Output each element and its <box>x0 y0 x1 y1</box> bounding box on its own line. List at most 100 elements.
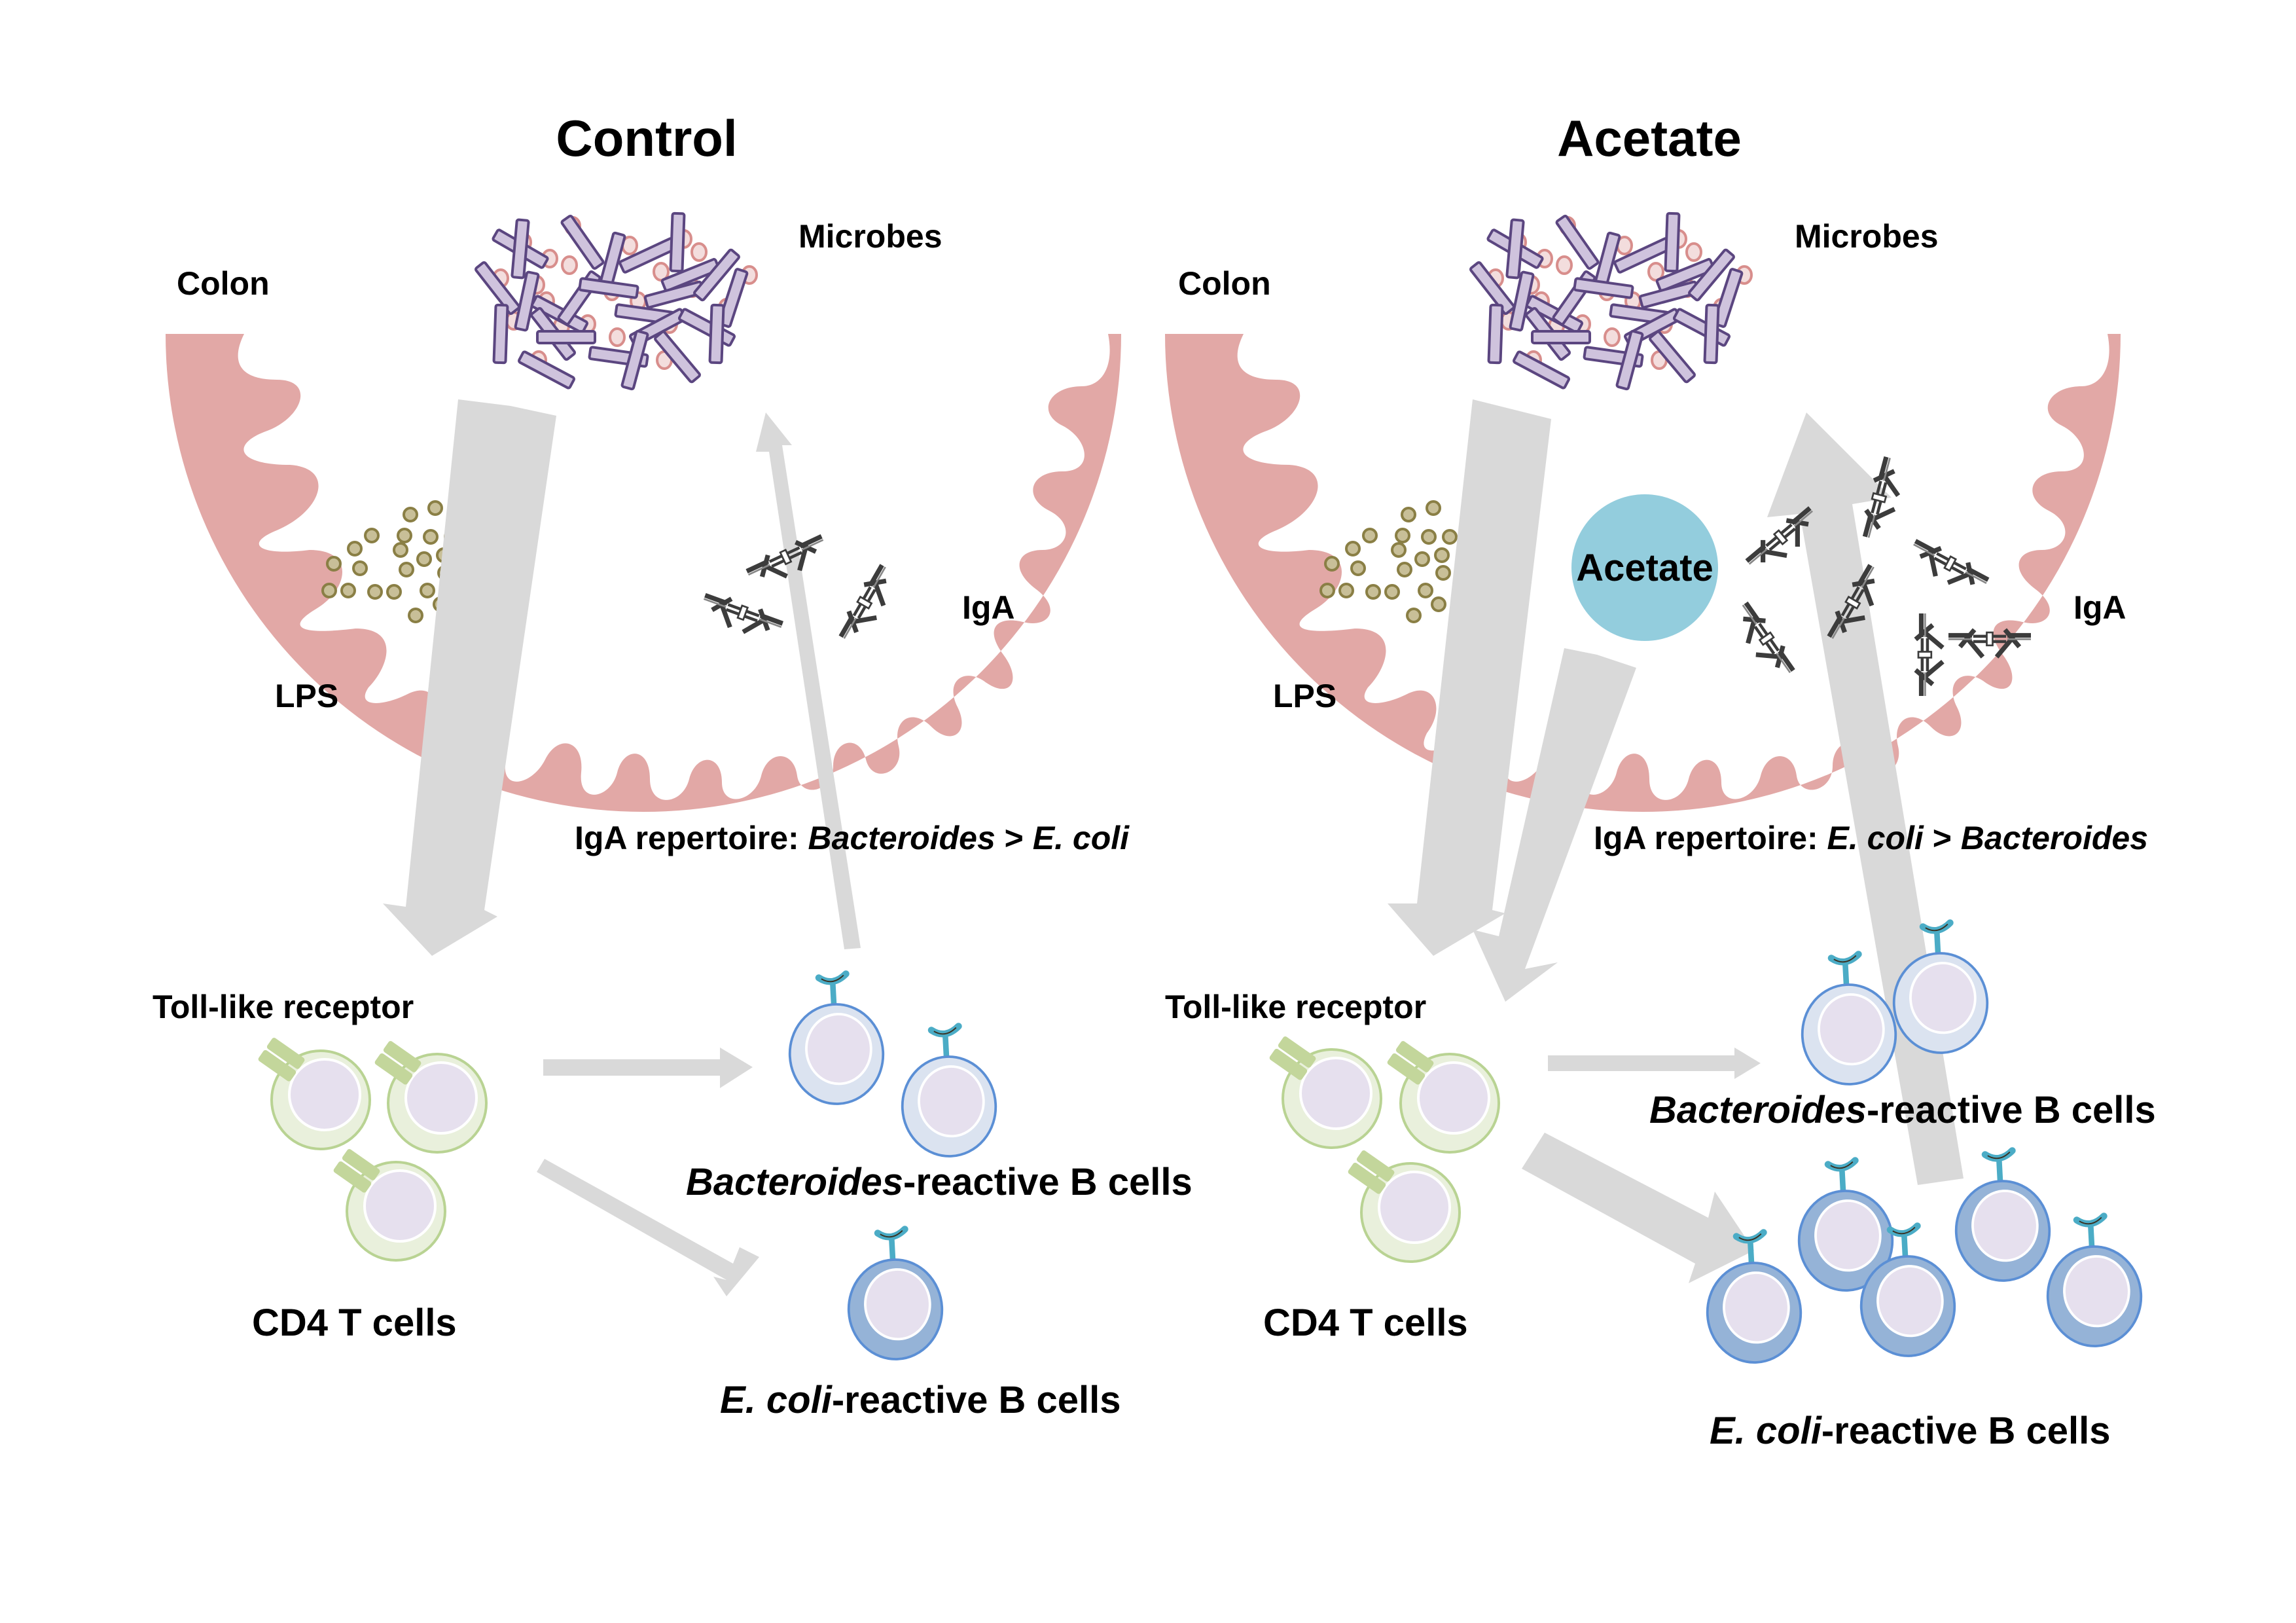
lps-particle-icon <box>367 584 383 600</box>
lps-particle-icon <box>1435 565 1451 581</box>
lps-particle-icon <box>1434 547 1450 563</box>
rod-bacterium-icon <box>1531 330 1591 344</box>
coccus-bacterium-icon <box>609 327 626 347</box>
ecoli-b-cells-label: E. coli-reactive B cells <box>720 1379 1121 1421</box>
lps-particle-icon <box>352 560 368 576</box>
acetate-molecule: Acetate <box>1571 494 1718 641</box>
lps-particle-icon <box>1431 596 1446 612</box>
tlr-label: Toll-like receptor <box>152 989 414 1025</box>
cd4-t-cells <box>1267 1034 1500 1263</box>
microbe-cluster <box>473 213 758 391</box>
arrow-tcell-to-ecoli-b <box>1522 1133 1754 1283</box>
ecoli-b-cells-label: E. coli-reactive B cells <box>1710 1410 2111 1452</box>
ecoli-reactive-b-cells <box>844 1228 944 1362</box>
lps-particle-icon <box>1338 583 1354 598</box>
arrow-lps-to-tcells <box>1388 399 1551 956</box>
lps-particle-icon <box>1324 556 1340 572</box>
rod-bacterium-icon <box>1704 305 1718 363</box>
control-panel: Control Colon Microbes LPS IgA IgA reper… <box>152 109 1193 1421</box>
lps-particle-icon <box>1397 562 1412 577</box>
lps-particle-icon <box>1319 583 1335 598</box>
lps-particle-icon <box>1418 583 1433 598</box>
lps-particle-icon <box>1345 541 1361 556</box>
coccus-bacterium-icon <box>1604 327 1621 347</box>
ecoli-b-cell-icon <box>844 1228 944 1362</box>
lps-label: LPS <box>275 678 338 714</box>
arrow-tcell-to-bacteroides-b <box>1548 1048 1761 1079</box>
lps-particle-icon <box>321 583 337 598</box>
bacteroides-b-cells-label: Bacteroides-reactive B cells <box>1649 1089 2156 1131</box>
rod-bacterium-icon <box>1665 213 1679 272</box>
acetate-panel: Acetate Colon Microbes LPS Acetate IgA I… <box>1165 109 2156 1452</box>
arrow-acetate-to-tcells <box>1473 648 1636 1002</box>
cd4-t-cell-icon <box>372 1038 488 1154</box>
iga-antibody-icon <box>833 560 903 649</box>
rod-bacterium-icon <box>493 305 507 363</box>
ecoli-b-cell-icon <box>2043 1214 2144 1349</box>
lps-particle-icon <box>416 551 432 567</box>
lps-particle-icon <box>1350 560 1366 576</box>
rod-bacterium-icon <box>1488 305 1502 363</box>
cd4-t-cell-icon <box>1267 1034 1382 1149</box>
lps-particle-icon <box>1442 529 1458 545</box>
iga-antibody-icon <box>1903 534 1993 602</box>
arrow-tcell-to-bacteroides-b <box>543 1048 753 1088</box>
lps-label: LPS <box>1273 678 1336 714</box>
cd4-t-cell-icon <box>331 1146 446 1262</box>
lps-particle-icon <box>1414 551 1430 567</box>
lps-particle-icon <box>397 528 412 543</box>
lps-particle-icon <box>1362 528 1378 543</box>
colon-tissue <box>166 334 1121 812</box>
microbes-label: Microbes <box>1795 218 1939 255</box>
lps-particle-icon <box>399 562 414 577</box>
tlr-label: Toll-like receptor <box>1165 989 1426 1025</box>
iga-label: IgA <box>2073 589 2126 626</box>
bacteroides-reactive-b-cells <box>785 972 998 1159</box>
lps-particle-icon <box>393 542 408 558</box>
cd4-t-cells-label: CD4 T cells <box>252 1302 457 1344</box>
rod-bacterium-icon <box>709 305 723 363</box>
lps-particle-icon <box>1426 500 1441 516</box>
ecoli-b-cell-icon <box>1952 1149 2052 1283</box>
rod-bacterium-icon <box>1505 218 1525 280</box>
iga-antibody-icon <box>1726 598 1801 685</box>
iga-antibody-icon <box>696 587 786 646</box>
coccus-bacterium-icon <box>691 242 708 262</box>
lps-particle-icon <box>1391 542 1407 558</box>
arrow-tcell-to-ecoli-b <box>537 1159 759 1296</box>
lps-particle-icon <box>1401 507 1416 522</box>
panel-title-control: Control <box>556 109 737 167</box>
microbe-cluster <box>1468 213 1753 391</box>
lps-particle-icon <box>423 529 439 545</box>
lps-particle-icon <box>347 541 363 556</box>
cd4-t-cells-label: CD4 T cells <box>1263 1302 1468 1344</box>
lps-particle-icon <box>326 556 342 572</box>
colon-label: Colon <box>177 265 270 302</box>
arrow-iga-to-microbes <box>756 412 861 949</box>
coccus-bacterium-icon <box>1556 255 1573 275</box>
colon-label: Colon <box>1178 265 1271 302</box>
acetate-circle-label: Acetate <box>1576 547 1713 589</box>
lps-particle-icon <box>403 507 418 522</box>
iga-antibodies <box>1726 454 2032 697</box>
lps-particle-icon <box>1365 584 1381 600</box>
lps-particle-icon <box>364 528 380 543</box>
lps-particle-icon <box>420 583 435 598</box>
iga-repertoire-label: IgA repertoire: Bacteroides > E. coli <box>575 820 1130 856</box>
bacteroides-b-cells-label: Bacteroides-reactive B cells <box>686 1161 1193 1203</box>
lps-particle-icon <box>427 500 443 516</box>
coccus-bacterium-icon <box>561 255 578 275</box>
bacteroides-b-cell-icon <box>898 1025 998 1159</box>
bacteroides-b-cell-icon <box>785 972 886 1106</box>
iga-antibody-icon <box>1947 627 2032 660</box>
iga-antibody-icon <box>1913 612 1946 697</box>
cd4-t-cells <box>256 1035 488 1262</box>
cd4-t-cell-icon <box>256 1035 371 1150</box>
microbes-label: Microbes <box>798 218 942 255</box>
rod-bacterium-icon <box>670 213 684 272</box>
arrow-lps-to-tcells <box>383 399 556 956</box>
lps-particle-icon <box>1384 584 1400 600</box>
lps-particle-icon <box>1421 529 1437 545</box>
rod-bacterium-icon <box>511 218 530 280</box>
